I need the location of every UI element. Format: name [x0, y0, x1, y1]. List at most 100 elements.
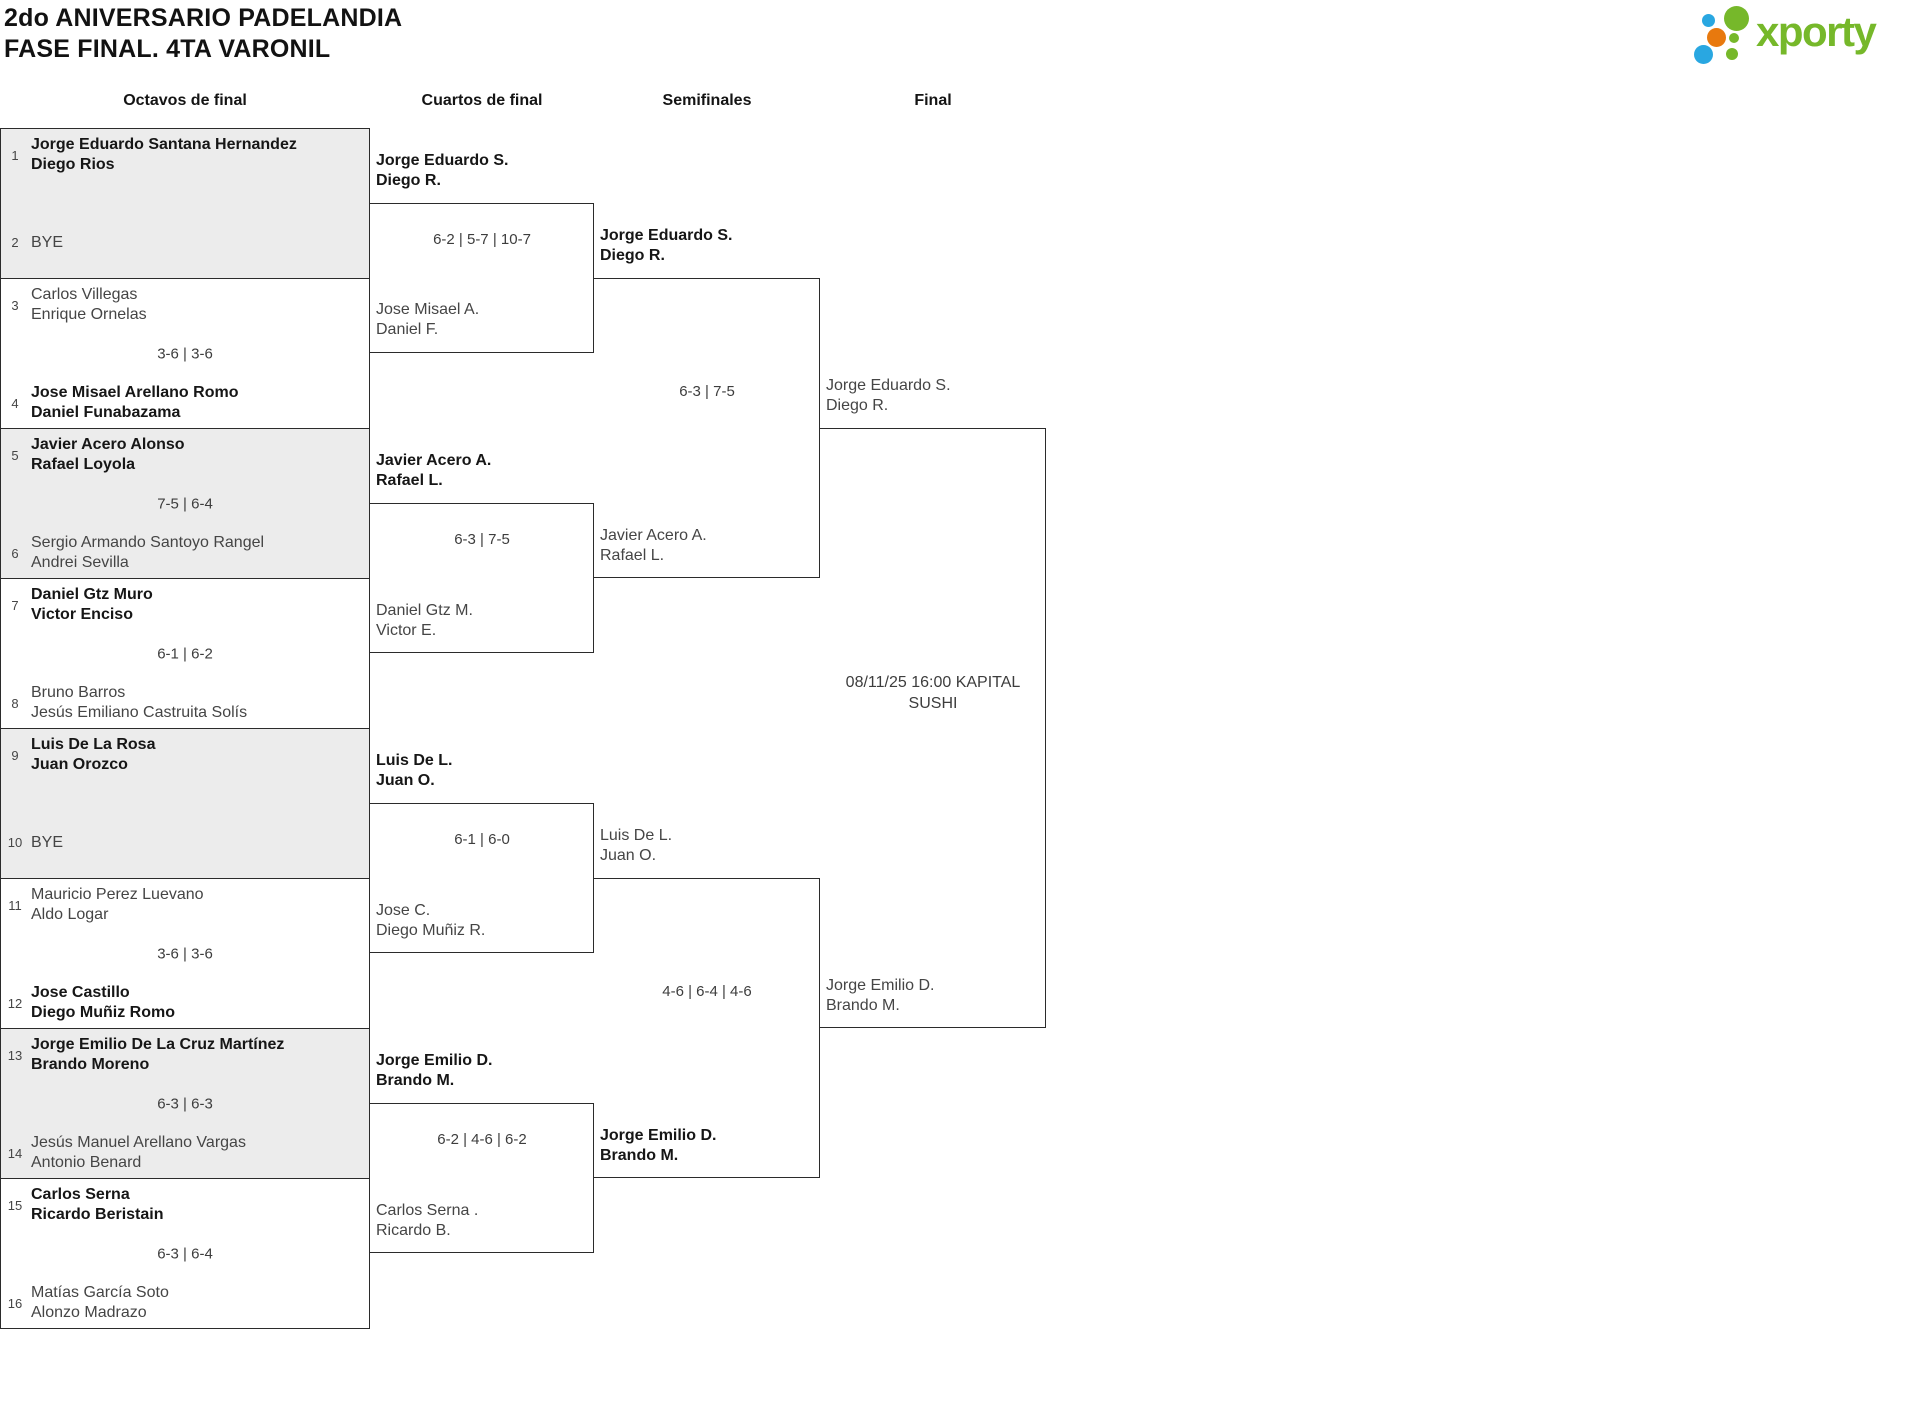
team-name: Jorge Emilio De La Cruz Martínez Brando … — [31, 1036, 285, 1073]
team-name: Jose Castillo Diego Muñiz Romo — [31, 984, 175, 1021]
seed-number: 3 — [11, 297, 19, 313]
qf3-score: 6-1 | 6-0 — [454, 831, 510, 848]
sf1-score: 6-3 | 7-5 — [679, 383, 735, 400]
logo-dot-orange — [1707, 28, 1726, 47]
team-pair: 10 BYE — [6, 833, 363, 873]
match-box-qf-3 — [370, 803, 594, 953]
team-pair: 7 Daniel Gtz Muro Victor Enciso — [6, 585, 363, 625]
qf2-score: 6-3 | 7-5 — [454, 531, 510, 548]
seed-number: 14 — [7, 1145, 23, 1161]
logo-dot-green-tiny — [1729, 33, 1739, 43]
match-score: 6-3 | 6-4 — [157, 1245, 213, 1262]
team-name: Carlos Serna Ricardo Beristain — [31, 1186, 164, 1223]
logo-wordmark: xporty — [1756, 8, 1877, 55]
team-name: Daniel Gtz Muro Victor Enciso — [31, 586, 153, 623]
seed-number: 5 — [11, 447, 19, 463]
match-box-r16-3: 5 Javier Acero Alonso Rafael Loyola 7-5 … — [0, 428, 370, 579]
sf2-score: 4-6 | 6-4 | 4-6 — [662, 983, 752, 1000]
qf3-team-top: Luis De L. Juan O. — [376, 752, 453, 789]
sf1-team-bottom: Javier Acero A. Rafael L. — [600, 527, 707, 564]
team-name: Mauricio Perez Luevano Aldo Logar — [31, 886, 204, 923]
team-pair: 15 Carlos Serna Ricardo Beristain — [6, 1185, 363, 1225]
seed-number: 10 — [7, 835, 23, 850]
team-name: BYE — [31, 234, 64, 251]
match-box-qf-4 — [370, 1103, 594, 1253]
page-title: 2do ANIVERSARIO PADELANDIA FASE FINAL. 4… — [4, 3, 402, 65]
match-box-r16-2: 3 Carlos Villegas Enrique Ornelas 3-6 | … — [0, 278, 370, 429]
team-name: Luis De La Rosa Juan Orozco — [31, 736, 156, 773]
team-pair: 9 Luis De La Rosa Juan Orozco — [6, 735, 363, 775]
seed-number: 16 — [7, 1295, 23, 1311]
team-pair: 13 Jorge Emilio De La Cruz Martínez Bran… — [6, 1035, 363, 1075]
seed-number: 2 — [11, 235, 19, 250]
sf2-team-top: Luis De L. Juan O. — [600, 827, 673, 864]
sf2-team-bottom: Jorge Emilio D. Brando M. — [600, 1127, 717, 1164]
team-pair: 16 Matías García Soto Alonzo Madrazo — [6, 1283, 363, 1323]
qf4-score: 6-2 | 4-6 | 6-2 — [437, 1131, 527, 1148]
logo-dot-blue-small — [1702, 14, 1715, 27]
team-name: Sergio Armando Santoyo Rangel Andrei Sev… — [31, 534, 265, 571]
match-score: 3-6 | 3-6 — [157, 345, 213, 362]
round-header-semifinales: Semifinales — [662, 92, 752, 109]
team-name: Matías García Soto Alonzo Madrazo — [31, 1284, 169, 1321]
seed-number: 8 — [11, 695, 19, 711]
team-pair: 3 Carlos Villegas Enrique Ornelas — [6, 285, 363, 325]
seed-number: 13 — [7, 1047, 23, 1063]
qf2-team-top: Javier Acero A. Rafael L. — [376, 452, 492, 489]
team-pair: 1 Jorge Eduardo Santana Hernandez Diego … — [6, 135, 363, 175]
team-name: Javier Acero Alonso Rafael Loyola — [31, 436, 185, 473]
logo-dot-green-large — [1724, 6, 1749, 31]
team-name: Jesús Manuel Arellano Vargas Antonio Ben… — [31, 1134, 246, 1171]
qf2-team-bottom: Daniel Gtz M. Victor E. — [376, 602, 473, 639]
match-box-r16-1: 1 Jorge Eduardo Santana Hernandez Diego … — [0, 128, 370, 279]
match-box-r16-5: 9 Luis De La Rosa Juan Orozco 10 BYE — [0, 728, 370, 879]
seed-number: 11 — [8, 897, 22, 913]
team-pair: 11 Mauricio Perez Luevano Aldo Logar — [6, 885, 363, 925]
qf4-team-bottom: Carlos Serna . Ricardo B. — [376, 1202, 479, 1239]
round-header-octavos: Octavos de final — [123, 92, 247, 109]
seed-number: 9 — [11, 747, 19, 763]
match-score: 6-3 | 6-3 — [157, 1095, 213, 1112]
logo-dot-green-small — [1726, 48, 1738, 60]
seed-number: 4 — [11, 395, 19, 411]
qf3-team-bottom: Jose C. Diego Muñiz R. — [376, 902, 486, 939]
qf4-team-top: Jorge Emilio D. Brando M. — [376, 1052, 493, 1089]
match-box-qf-1 — [370, 203, 594, 353]
team-pair: 12 Jose Castillo Diego Muñiz Romo — [6, 983, 363, 1023]
xporty-logo[interactable]: xporty — [1690, 2, 1918, 68]
match-box-r16-6: 11 Mauricio Perez Luevano Aldo Logar 3-6… — [0, 878, 370, 1029]
match-score: 7-5 | 6-4 — [157, 495, 213, 512]
seed-number: 6 — [11, 545, 19, 561]
seed-number: 12 — [7, 995, 23, 1011]
qf1-team-bottom: Jose Misael A. Daniel F. — [376, 301, 480, 338]
match-box-r16-8: 15 Carlos Serna Ricardo Beristain 6-3 | … — [0, 1178, 370, 1329]
team-pair: 4 Jose Misael Arellano Romo Daniel Funab… — [6, 383, 363, 423]
team-pair: 2 BYE — [6, 233, 363, 273]
match-score: 3-6 | 3-6 — [157, 945, 213, 962]
final-schedule-note: 08/11/25 16:00 KAPITAL SUSHI — [845, 674, 1021, 712]
team-name: Carlos Villegas Enrique Ornelas — [31, 286, 147, 323]
team-name: BYE — [31, 834, 64, 851]
seed-number: 15 — [7, 1197, 23, 1213]
phase-category: FASE FINAL. 4TA VARONIL — [4, 35, 331, 63]
round-header-final: Final — [914, 92, 952, 109]
sf1-team-top: Jorge Eduardo S. Diego R. — [600, 227, 733, 264]
match-box-qf-2 — [370, 503, 594, 653]
team-name: Jose Misael Arellano Romo Daniel Funabaz… — [31, 384, 239, 421]
match-box-r16-7: 13 Jorge Emilio De La Cruz Martínez Bran… — [0, 1028, 370, 1179]
final-team-bottom: Jorge Emilio D. Brando M. — [826, 977, 935, 1014]
seed-number: 7 — [11, 597, 19, 613]
match-box-sf-2 — [594, 878, 820, 1178]
match-box-r16-4: 7 Daniel Gtz Muro Victor Enciso 6-1 | 6-… — [0, 578, 370, 729]
team-pair: 8 Bruno Barros Jesús Emiliano Castruita … — [6, 683, 363, 723]
match-box-sf-1 — [594, 278, 820, 578]
final-team-top: Jorge Eduardo S. Diego R. — [826, 377, 951, 414]
team-name: Jorge Eduardo Santana Hernandez Diego Ri… — [31, 136, 297, 173]
qf1-team-top: Jorge Eduardo S. Diego R. — [376, 152, 509, 189]
seed-number: 1 — [11, 147, 19, 163]
tournament-name: 2do ANIVERSARIO PADELANDIA — [4, 4, 403, 32]
team-pair: 5 Javier Acero Alonso Rafael Loyola — [6, 435, 363, 475]
team-pair: 6 Sergio Armando Santoyo Rangel Andrei S… — [6, 533, 363, 573]
round-header-cuartos: Cuartos de final — [421, 92, 543, 109]
team-pair: 14 Jesús Manuel Arellano Vargas Antonio … — [6, 1133, 363, 1173]
